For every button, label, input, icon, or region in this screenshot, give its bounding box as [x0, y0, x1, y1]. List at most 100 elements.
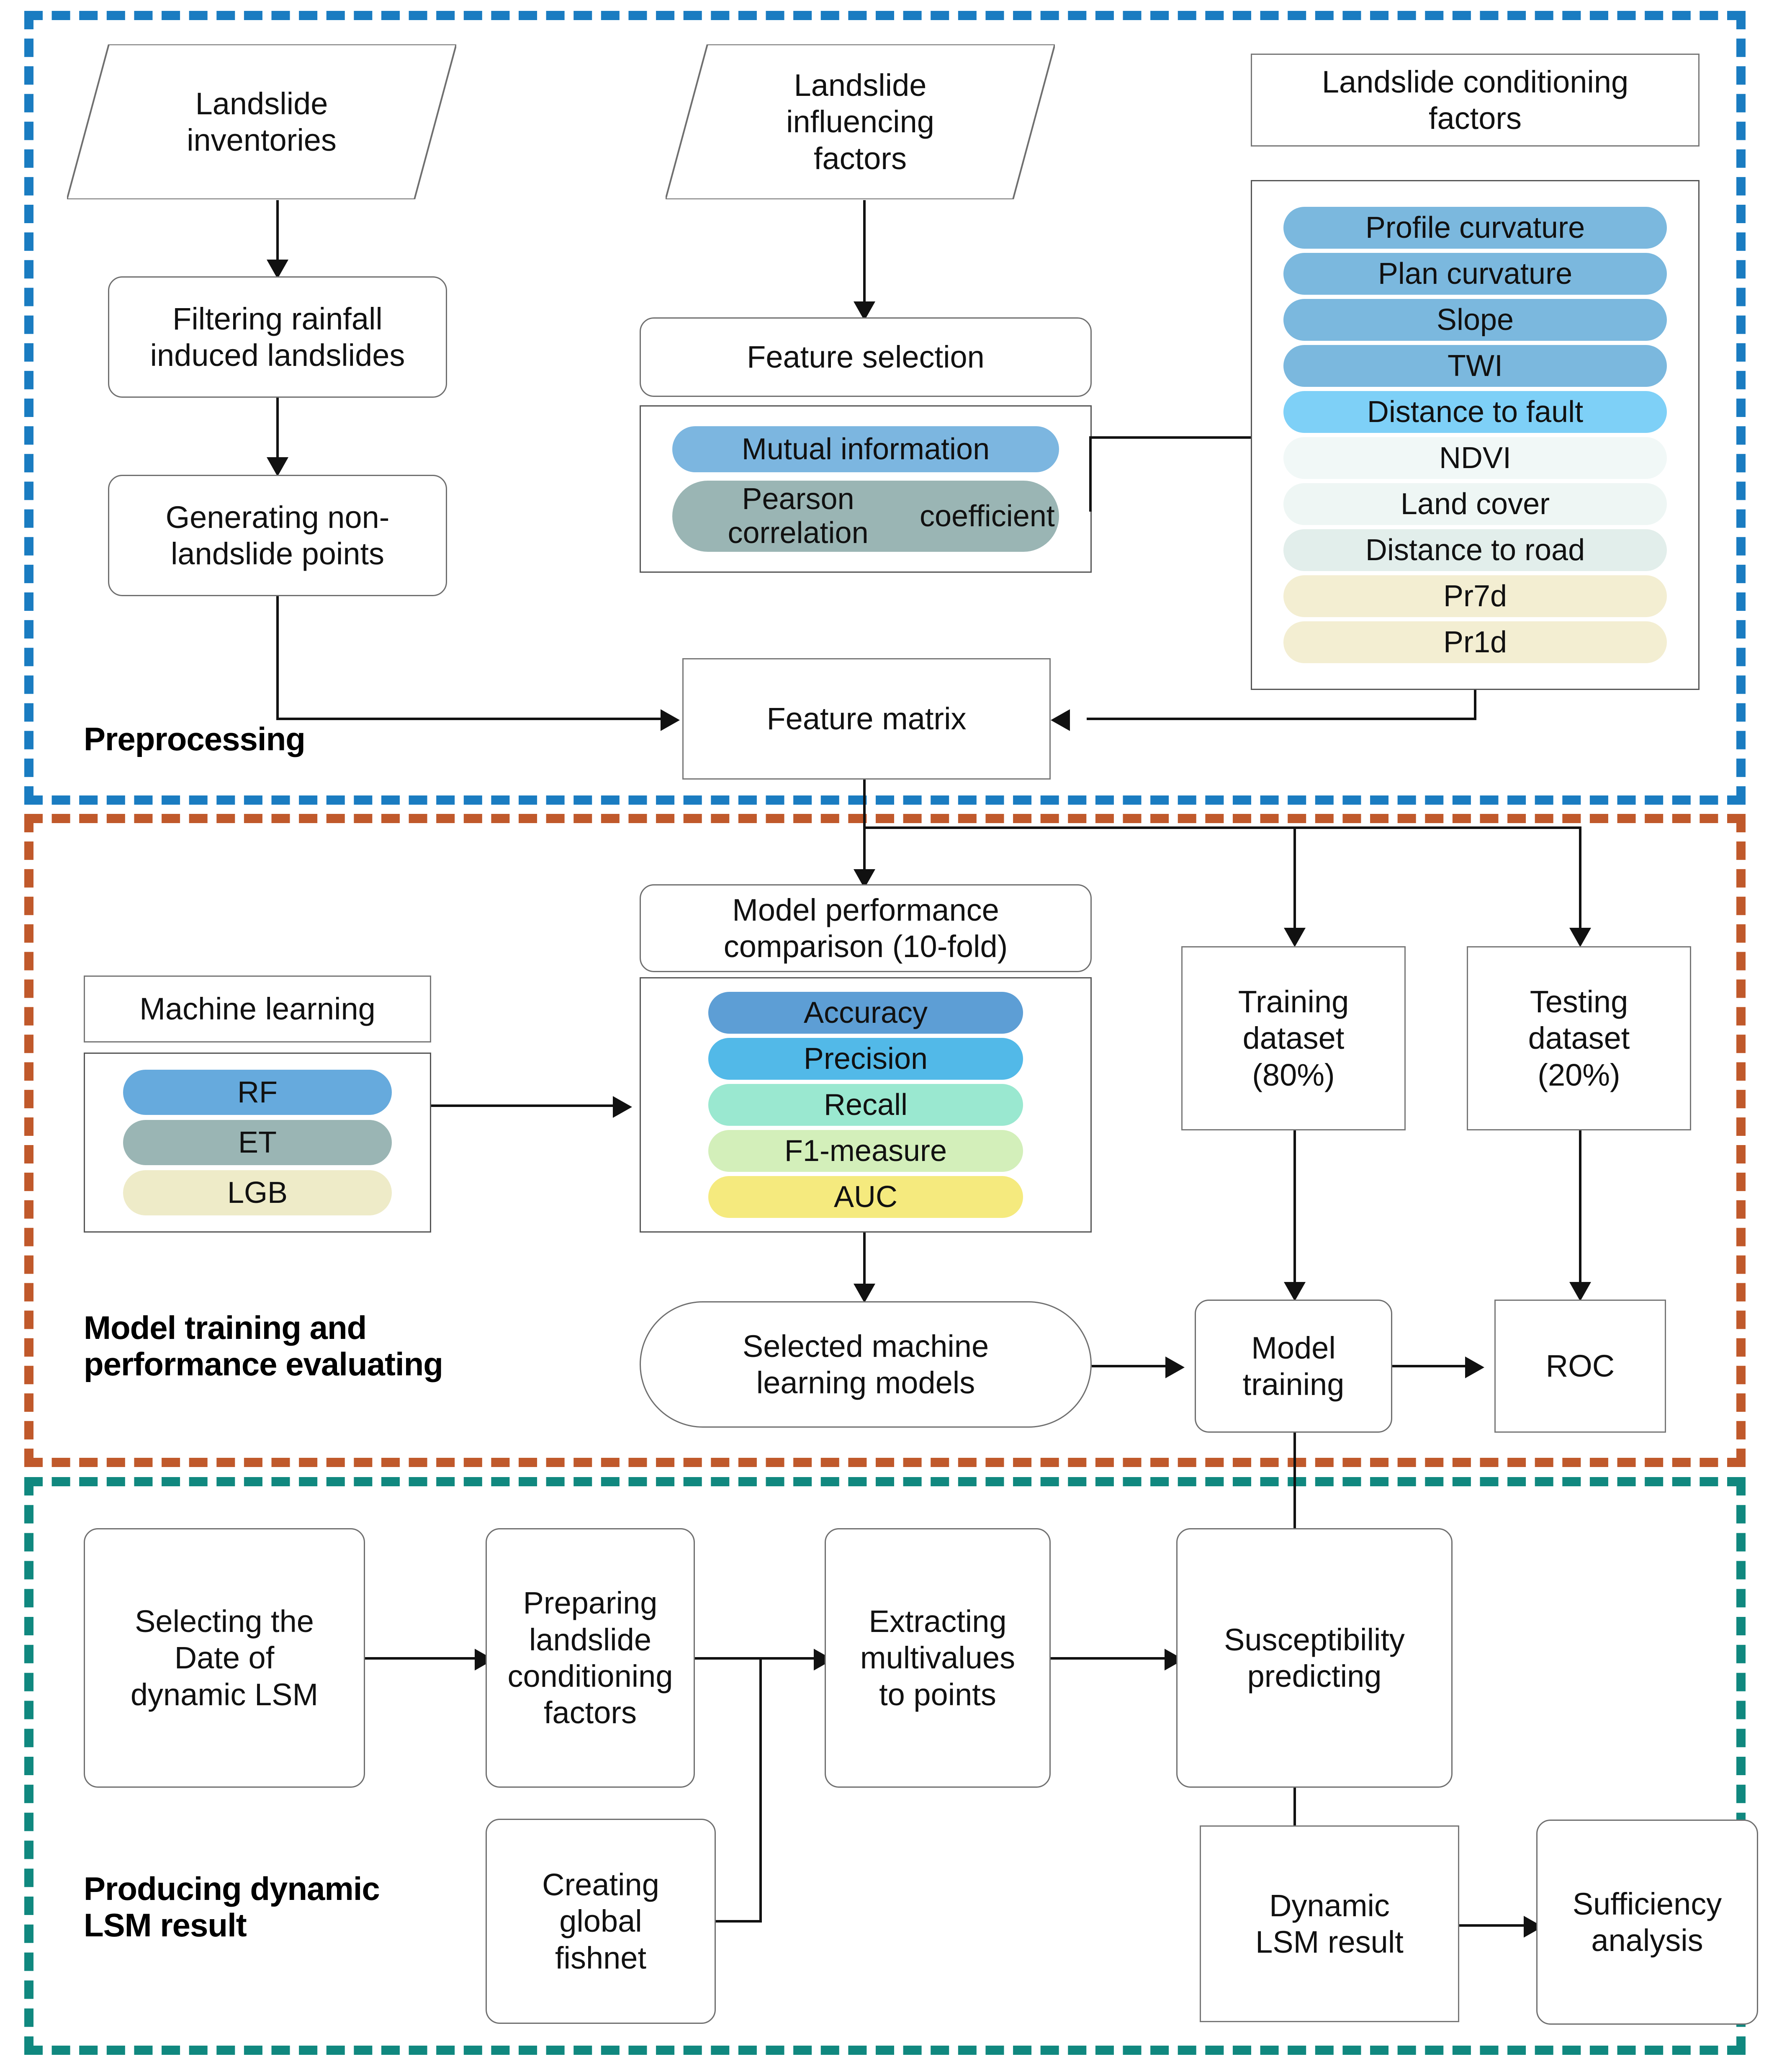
connector-metrics-to-selected [863, 1233, 866, 1287]
conditioning-factor-item[interactable]: NDVI [1283, 437, 1667, 479]
testing-dataset-label-line-2: dataset [1528, 1021, 1630, 1056]
conditioning-factor-item-label: Pr1d [1443, 625, 1507, 659]
connector-extracting-to-susceptibility [1051, 1657, 1172, 1660]
conditioning-factor-item-label: Plan curvature [1378, 257, 1573, 291]
connector-influencing-to-feature-selection [863, 200, 866, 305]
connector-conditioning-down [1474, 690, 1476, 718]
connector-date-to-preparing [365, 1657, 482, 1660]
feature-selection-label-line-1: Feature selection [747, 340, 985, 375]
influencing-factors-label-line-2: influencing [786, 104, 934, 139]
preparing-factors-label-line-4: factors [543, 1695, 637, 1730]
connector-preparing-to-extracting [695, 1657, 821, 1660]
influencing-factors-label-line-3: factors [813, 141, 907, 176]
connector-to-training-dataset [1293, 826, 1296, 931]
arrowhead-down [267, 457, 288, 476]
conditioning-factors-header-label-line-1: Landslide conditioning [1322, 64, 1629, 99]
arrowhead-down [1284, 928, 1306, 947]
conditioning-factor-item[interactable]: Pr7d [1283, 575, 1667, 617]
connector-training-to-model-training [1293, 1130, 1296, 1285]
feature-selection-method-item-label: Pearson correlation [728, 482, 869, 550]
connector-model-training-to-roc [1392, 1365, 1466, 1367]
node-roc: ROC [1494, 1300, 1666, 1433]
conditioning-factor-item-label: Distance to fault [1367, 395, 1584, 429]
model-training-label-line-2: training [1242, 1367, 1345, 1402]
machine-learning-header-label-line-1: Machine learning [139, 991, 375, 1027]
creating-fishnet-label-line-1: Creating [542, 1867, 659, 1902]
performance-metric-item[interactable]: AUC [708, 1176, 1023, 1218]
section-title-model-line2: performance evaluating [84, 1346, 443, 1383]
parallelogram-shape [666, 44, 1055, 199]
feature-selection-method-item[interactable]: Mutual information [672, 426, 1059, 473]
arrowhead-down [267, 260, 288, 279]
arrowhead-down [854, 1284, 875, 1303]
conditioning-factor-item[interactable]: Profile curvature [1283, 207, 1667, 249]
section-title-preprocessing: Preprocessing [84, 721, 306, 757]
connector-testing-to-roc [1579, 1130, 1581, 1285]
filtering-label-line-1: Filtering rainfall [172, 301, 383, 336]
performance-metric-item-label: Accuracy [803, 996, 928, 1030]
performance-comparison-label-line-1: Model performance [732, 892, 999, 927]
arrowhead-left [1051, 709, 1070, 731]
generating-label-line-2: landslide points [170, 536, 385, 571]
machine-learning-model-item[interactable]: RF [123, 1070, 392, 1115]
preparing-factors-label-line-2: landslide [529, 1622, 652, 1657]
connector-selected-to-model-training [1092, 1365, 1166, 1367]
dynamic-lsm-result-label-line-1: Dynamic [1269, 1888, 1390, 1923]
section-frame-preprocessing [24, 11, 1746, 805]
preparing-factors-label-line-1: Preparing [523, 1586, 658, 1621]
conditioning-factor-item[interactable]: TWI [1283, 345, 1667, 387]
connector-to-testing-dataset [1579, 826, 1581, 931]
connector-to-performance [863, 826, 866, 873]
selected-models-label-line-1: Selected machine [742, 1328, 989, 1364]
performance-metric-item[interactable]: Recall [708, 1084, 1023, 1126]
section-frame-model-training [24, 814, 1746, 1467]
node-feature-matrix: Feature matrix [682, 658, 1051, 780]
conditioning-factor-item[interactable]: Pr1d [1283, 621, 1667, 663]
conditioning-factor-item[interactable]: Land cover [1283, 483, 1667, 525]
model-training-label-line-1: Model [1251, 1330, 1336, 1365]
connector-matrix-down [863, 780, 866, 829]
connector-inventories-to-filtering [276, 200, 279, 263]
performance-metric-item[interactable]: Precision [708, 1038, 1023, 1080]
extracting-multivalues-label-line-3: to points [879, 1677, 996, 1712]
arrowhead-down [1569, 928, 1591, 947]
conditioning-factors-header-label-line-2: factors [1428, 101, 1522, 136]
selecting-date-label-line-3: dynamic LSM [130, 1677, 319, 1712]
conditioning-factor-item[interactable]: Slope [1283, 299, 1667, 341]
conditioning-factor-item[interactable]: Distance to road [1283, 529, 1667, 571]
section-title-lsm-line2: LSM result [84, 1907, 247, 1944]
machine-learning-model-item-label: RF [237, 1075, 278, 1109]
arrowhead-right [613, 1096, 632, 1118]
feature-matrix-label-line-1: Feature matrix [766, 701, 967, 736]
training-dataset-label-line-1: Training [1238, 984, 1349, 1019]
conditioning-factor-item[interactable]: Distance to fault [1283, 391, 1667, 433]
arrowhead-right [661, 709, 680, 731]
performance-metric-item-label: Recall [823, 1088, 908, 1122]
machine-learning-model-item[interactable]: LGB [123, 1170, 392, 1215]
training-dataset-label-line-2: dataset [1242, 1021, 1345, 1056]
machine-learning-model-item[interactable]: ET [123, 1120, 392, 1165]
feature-selection-method-item[interactable]: Pearson correlation coefficient [672, 481, 1059, 552]
performance-metric-item-label: Precision [803, 1042, 928, 1076]
machine-learning-model-item-label: LGB [227, 1176, 288, 1210]
creating-fishnet-label-line-2: global [559, 1904, 642, 1939]
feature-selection-method-item-label: coefficient [919, 499, 1055, 533]
sufficiency-analysis-label-line-1: Sufficiency [1572, 1886, 1722, 1921]
section-title-producing-lsm: Producing dynamic LSM result [84, 1870, 380, 1944]
panel-machine-learning-models: RF ET LGB [84, 1053, 431, 1233]
performance-metric-item[interactable]: F1-measure [708, 1130, 1023, 1172]
selecting-date-label-line-2: Date of [174, 1640, 275, 1676]
conditioning-factor-item[interactable]: Plan curvature [1283, 253, 1667, 295]
parallelogram-shape [67, 44, 456, 199]
performance-metric-item[interactable]: Accuracy [708, 992, 1023, 1034]
section-title-model-training: Model training and performance evaluatin… [84, 1309, 443, 1383]
arrowhead-right [1465, 1356, 1484, 1378]
landslide-inventories-label-line-2: inventories [187, 123, 337, 157]
